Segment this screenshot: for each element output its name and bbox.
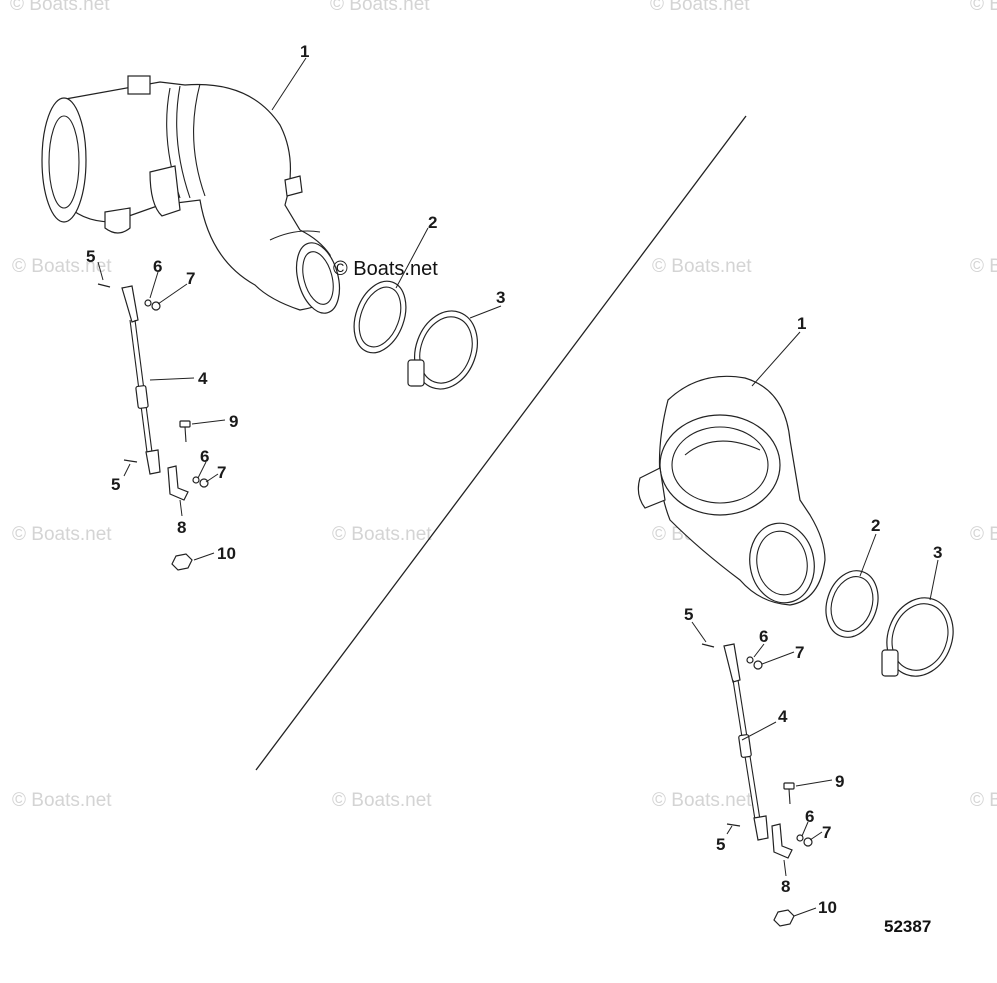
exhaust-elbow-right	[637, 375, 826, 606]
callout-2-left: 2	[428, 213, 437, 232]
callout-3-right: 3	[933, 543, 942, 562]
right-assembly: 1 2 3 4 5 5 6 6 7 7 8 9 10	[637, 314, 954, 927]
nut-right-top	[753, 660, 763, 670]
watermark: © Boats.net	[970, 524, 997, 545]
callout-7-left-bottom: 7	[217, 463, 226, 482]
callout-6-right-top: 6	[759, 627, 768, 646]
support-rod-right	[723, 643, 769, 841]
callout-8-right: 8	[781, 877, 790, 896]
callout-9-right: 9	[835, 772, 844, 791]
watermark: © Boats.net	[332, 524, 432, 545]
clamp-right	[886, 597, 954, 677]
bolt-9-left	[179, 420, 191, 428]
watermark: © Boats.net	[970, 790, 997, 811]
callout-10-left: 10	[217, 544, 236, 563]
washer-left-top	[144, 299, 152, 307]
support-rod-left	[121, 285, 161, 475]
watermark-layer: © Boats.net © Boats.net © Boats.net © Bo…	[10, 0, 997, 811]
bolt-9-right	[783, 782, 795, 790]
gasket-right	[825, 570, 879, 638]
watermark: © Boats.net	[650, 0, 750, 15]
callout-9-left: 9	[229, 412, 238, 431]
callout-5-left-top: 5	[86, 247, 95, 266]
watermark: © Boats.net	[652, 256, 752, 277]
callout-2-right: 2	[871, 516, 880, 535]
main-watermark: © Boats.net	[333, 258, 438, 280]
washer-right-bottom	[796, 834, 804, 842]
bolt-right-bottom	[726, 823, 741, 827]
bracket-left	[167, 465, 189, 501]
watermark: © Boats.net	[12, 790, 112, 811]
nut-10-left	[171, 553, 193, 571]
watermark: © Boats.net	[652, 790, 752, 811]
callout-4-left: 4	[198, 369, 208, 388]
callout-7-left-top: 7	[186, 269, 195, 288]
bolt-left-top	[97, 283, 111, 288]
bolt-right-top	[701, 643, 715, 648]
watermark: © Boats.net	[970, 256, 997, 277]
gasket-left	[353, 280, 407, 354]
bolt-left-bottom	[123, 459, 138, 463]
watermark: © Boats.net	[332, 790, 432, 811]
callout-6-right-bottom: 6	[805, 807, 814, 826]
washer-left-bottom	[192, 476, 200, 484]
watermark: © Boats.net	[970, 0, 997, 15]
clamp-left	[414, 310, 478, 390]
callout-1-left: 1	[300, 42, 309, 61]
callout-10-right: 10	[818, 898, 837, 917]
callout-3-left: 3	[496, 288, 505, 307]
left-assembly: 1 2 3 4 5 5 6 6 7 7 8 9 10 © Boats.net	[41, 42, 505, 571]
divider-line	[255, 115, 747, 771]
callout-8-left: 8	[177, 518, 186, 537]
reference-number: 52387	[884, 917, 931, 936]
callout-5-right-top: 5	[684, 605, 693, 624]
callout-5-right-bottom: 5	[716, 835, 725, 854]
washer-right-top	[746, 656, 754, 664]
callout-5-left-bottom: 5	[111, 475, 120, 494]
watermark: © Boats.net	[10, 0, 110, 15]
bracket-right	[771, 823, 793, 859]
watermark: © Boats.net	[12, 524, 112, 545]
nut-10-right	[773, 909, 795, 927]
callout-6-left-bottom: 6	[200, 447, 209, 466]
callout-6-left-top: 6	[153, 257, 162, 276]
exhaust-elbow-left	[41, 75, 341, 314]
nut-left-bottom	[199, 478, 209, 488]
watermark: © Boats.net	[330, 0, 430, 15]
callout-7-right-top: 7	[795, 643, 804, 662]
watermark: © Boats.net	[12, 256, 112, 277]
callout-4-right: 4	[778, 707, 788, 726]
callout-7-right-bottom: 7	[822, 823, 831, 842]
callout-1-right: 1	[797, 314, 806, 333]
